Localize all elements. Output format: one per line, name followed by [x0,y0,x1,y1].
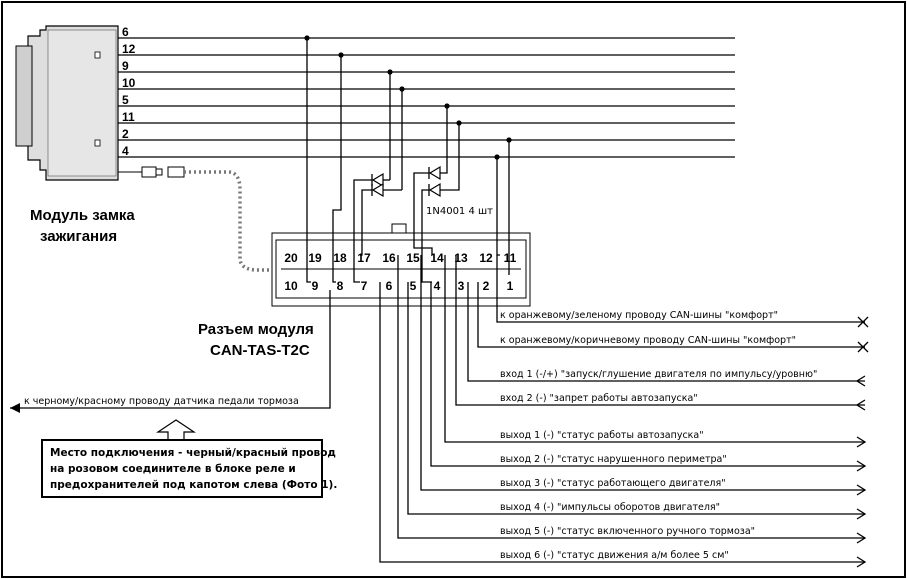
pin-18: 18 [333,251,347,265]
wire-end-arrow-right [856,532,867,544]
wire-number: 12 [122,42,136,56]
pin-14: 14 [430,251,444,265]
ignition-plug-cable [118,166,272,272]
output-wire [496,255,865,323]
output-label: выход 3 (-) "статус работающего двигател… [500,478,726,489]
output-wire [397,255,865,539]
note-line-2: на розовом соединителе в блоке реле и [50,463,296,475]
pin-15: 15 [406,251,420,265]
output-wire [455,255,865,406]
pin-11: 11 [504,251,517,265]
brake-wire-label: к черному/красному проводу датчика педал… [24,396,299,407]
output-wire [477,282,865,348]
wire-number: 10 [122,76,136,90]
pin-4: 4 [434,279,441,293]
connector-model: CAN-TAS-T2C [210,342,310,359]
connector-bottom-pins: 10 9 8 7 6 5 4 3 2 1 [284,279,513,293]
harness-wires [118,37,735,158]
wire-number-labels: 6 12 9 10 5 11 2 4 [122,25,136,158]
pin-20: 20 [284,251,298,265]
harness-to-connector-wires [304,35,512,283]
connector-title: Разъем модуля [198,321,314,338]
output-label: выход 6 (-) "статус движения а/м более 5… [500,550,729,561]
output-label: выход 5 (-) "статус включенного ручного … [500,526,755,537]
wire-number: 6 [122,25,129,39]
wire-end-arrow-right [856,460,867,472]
output-wire [430,282,865,467]
output-wire [420,255,865,491]
pin-1: 1 [507,279,514,293]
pin-9: 9 [312,279,319,293]
pin-8: 8 [337,279,344,293]
ignition-module-title: Модуль замка [30,207,135,224]
pin-16: 16 [382,251,396,265]
connector-block [271,223,531,307]
pin-10: 10 [284,279,298,293]
wire-number: 9 [122,59,129,73]
pin-3: 3 [458,279,465,293]
pin-19: 19 [308,251,322,265]
wire-end-arrow-left [855,399,866,411]
note-box [41,439,323,498]
output-label: вход 1 (-/+) "запуск/глушение двигателя … [500,369,817,380]
wire-number: 5 [122,93,129,107]
diode-label: 1N4001 4 шт [426,206,493,217]
pin-7: 7 [361,279,368,293]
output-wire [467,282,865,382]
wire-number: 11 [122,110,135,124]
output-label: к оранжевому/зеленому проводу CAN-шины "… [500,310,778,321]
pin-12: 12 [479,251,493,265]
output-label: к оранжевому/коричневому проводу CAN-шин… [500,335,796,346]
output-label: выход 1 (-) "статус работы автозапуска" [500,430,704,441]
wire-number: 4 [122,144,129,158]
output-wire [379,282,865,563]
output-label: выход 4 (-) "импульсы оборотов двигателя… [500,502,720,513]
wire-end-arrow-right [856,436,867,448]
wire-end-arrow-right [856,556,867,568]
ignition-module-subtitle: зажигания [40,228,117,245]
pin-2: 2 [483,279,490,293]
pin-6: 6 [386,279,393,293]
diode-group-left [353,172,402,283]
connector-top-pins: 20 19 18 17 16 15 14 13 12 11 [284,251,516,265]
pin-17: 17 [357,251,371,265]
output-label: выход 2 (-) "статус нарушенного периметр… [500,454,727,465]
wire-end-arrow-right [856,484,867,496]
wire-number: 2 [122,127,129,141]
output-wire [444,255,865,443]
note-line-1: Место подключения - черный/красный прово… [50,447,336,459]
pin-13: 13 [454,251,468,265]
wire-end-cross [857,341,869,353]
wire-end-arrow-left [855,375,866,387]
output-label: вход 2 (-) "запрет работы автозапуска" [500,393,698,404]
output-wire [407,282,865,515]
output-lines: к оранжевому/зеленому проводу CAN-шины "… [379,255,869,568]
note-line-3: предохранителей под капотом слева (Фото … [50,479,337,491]
pin-5: 5 [410,279,417,293]
diode-group-right [413,165,441,283]
wire-end-arrow-right [856,508,867,520]
ignition-lock-module [15,25,119,181]
wire-end-cross [857,316,869,328]
brake-wire [10,290,331,413]
